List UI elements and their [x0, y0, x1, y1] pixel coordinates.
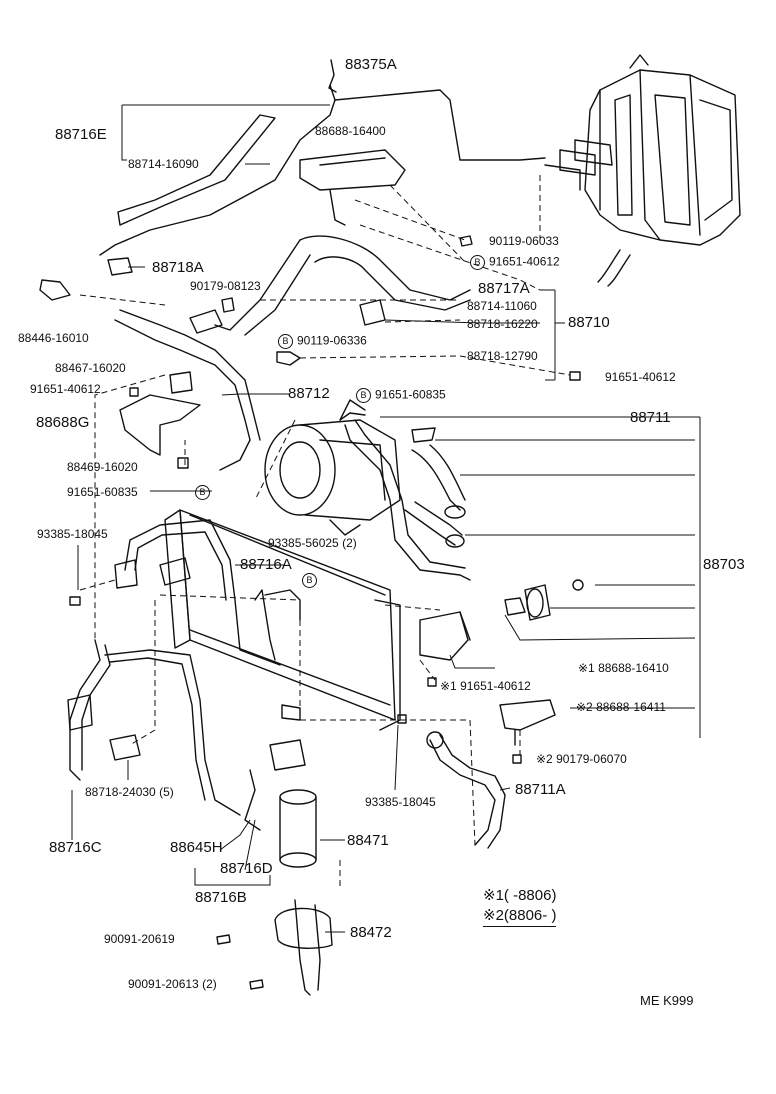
label-88711A: 88711A [515, 781, 566, 798]
pipe-88716E [99, 59, 546, 256]
label-93385-56025: 93385-56025 (2) [268, 536, 357, 550]
note-1: ※1( -8806) [483, 887, 557, 904]
circle-b-mark: B [278, 334, 293, 349]
label-88718-16220: 88718-16220 [467, 317, 538, 331]
label-90119-06336: B 90119-06336 [278, 334, 367, 349]
bracket-88688-16400 [299, 149, 406, 226]
label-88716C: 88716C [49, 839, 102, 856]
label-91651-60835-b: 91651-60835 [67, 485, 138, 499]
label-91651-40612-d: ※1 91651-40612 [440, 679, 531, 693]
label-88718-24030: 88718-24030 (5) [85, 785, 174, 799]
label-90119-06336-text: 90119-06336 [297, 333, 367, 348]
label-91651-60835-a-text: 91651-60835 [375, 387, 446, 402]
label-88688G: 88688G [36, 414, 90, 431]
label-88375A: 88375A [345, 56, 397, 73]
label-88467-16020: 88467-16020 [55, 361, 126, 375]
label-91651-40612-b: 91651-40612 [30, 382, 101, 396]
label-90179-08123: 90179-08123 [190, 279, 261, 293]
label-93385-18045-b: 93385-18045 [365, 795, 436, 809]
label-88688-16411: ※2 88688-16411 [576, 700, 666, 714]
production-date-notes: ※1( -8806) ※2(8806- ) [483, 886, 557, 927]
label-91651-60835-a: B 91651-60835 [356, 388, 446, 403]
pipe-88716C [67, 639, 241, 816]
label-90119-06033: 90119-06033 [489, 234, 559, 248]
label-88716E: 88716E [55, 126, 107, 143]
label-88471: 88471 [347, 832, 389, 849]
circle-b-mark: B [195, 485, 210, 500]
diagram-code: ME K999 [640, 993, 694, 1008]
bracket-88688-16410 [419, 611, 471, 661]
label-88714-11060: 88714-11060 [467, 299, 537, 313]
label-90091-20619: 90091-20619 [104, 932, 175, 946]
circle-b-marker-condenser: B [302, 573, 321, 588]
hose-88712 [114, 309, 261, 471]
label-88688-16410: ※1 88688-16410 [578, 661, 669, 675]
label-88711: 88711 [630, 409, 671, 426]
pipe-88716A [114, 519, 301, 666]
label-88716A: 88716A [240, 556, 292, 573]
hose-88703-parts [404, 427, 584, 621]
label-88718A: 88718A [152, 259, 204, 276]
label-90179-06070: ※2 90179-06070 [536, 752, 627, 766]
circle-b-marker-60835: B [195, 485, 214, 500]
label-88714-16090: 88714-16090 [128, 157, 199, 171]
circle-b-mark: B [356, 388, 371, 403]
bracket-88472 [274, 899, 333, 996]
note-2: ※2(8806- ) [483, 906, 557, 927]
label-88446-16010: 88446-16010 [18, 331, 89, 345]
label-91651-40612-a-text: 91651-40612 [489, 254, 560, 269]
circle-b-mark: B [302, 573, 317, 588]
bracket-88688G [119, 371, 201, 456]
label-93385-18045-a: 93385-18045 [37, 527, 108, 541]
label-88710: 88710 [568, 314, 610, 331]
label-91651-40612-c: 91651-40612 [605, 370, 676, 384]
bracket-88688-16411 [499, 699, 556, 746]
receiver-dryer [244, 704, 317, 868]
cooling-unit-housing [544, 54, 741, 287]
label-88716D: 88716D [220, 860, 273, 877]
label-88718-12790: 88718-12790 [467, 349, 538, 363]
label-88716B: 88716B [195, 889, 247, 906]
hose-88717A [189, 235, 471, 336]
hose-88711 [339, 412, 471, 581]
label-91651-40612-a: B 91651-40612 [470, 255, 560, 270]
label-88645H: 88645H [170, 839, 223, 856]
label-88472: 88472 [350, 924, 392, 941]
label-88712: 88712 [288, 385, 330, 402]
label-88703: 88703 [703, 556, 745, 573]
fastener-marks [39, 235, 581, 990]
label-88717A: 88717A [478, 280, 530, 297]
circle-b-mark: B [470, 255, 485, 270]
label-88469-16020: 88469-16020 [67, 460, 138, 474]
hose-88711A [426, 731, 506, 849]
label-90091-20613: 90091-20613 (2) [128, 977, 217, 991]
compressor [264, 399, 401, 536]
label-88688-16400: 88688-16400 [315, 124, 386, 138]
